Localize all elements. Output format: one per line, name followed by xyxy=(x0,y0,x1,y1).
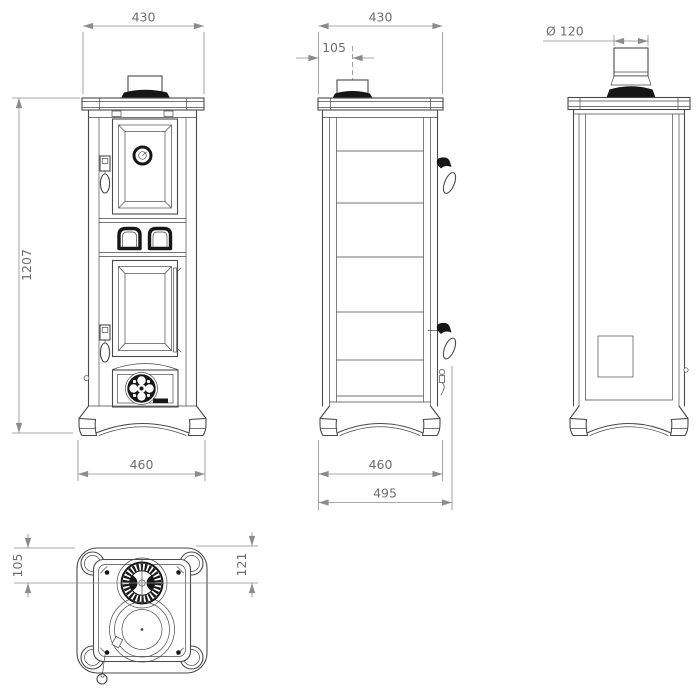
top-slab xyxy=(81,97,205,111)
top-slab xyxy=(567,96,691,111)
top-plate xyxy=(92,558,192,663)
side-bolt xyxy=(83,375,90,381)
flue-pipe xyxy=(606,47,656,98)
dim-top-flue-offset-front-label: 105 xyxy=(10,554,25,578)
upper-door-handle xyxy=(436,157,457,194)
dim-side-flue-offset-label: 105 xyxy=(322,40,346,55)
dim-top-flue-offset-front: 105 xyxy=(10,534,32,598)
dim-front-width-label: 430 xyxy=(132,10,156,25)
body-outline xyxy=(87,109,198,407)
rear-access-panel xyxy=(597,335,634,378)
hotplate-ring xyxy=(114,601,170,658)
body-outline xyxy=(321,109,439,407)
dim-front-width: 430 xyxy=(82,10,205,94)
rear-view: Ø 120 xyxy=(543,24,691,437)
dim-side-depth: 430 xyxy=(318,10,443,94)
dim-flue-diameter-label: Ø 120 xyxy=(546,24,584,39)
lower-door xyxy=(111,259,182,358)
vent-arch-right xyxy=(147,226,173,251)
hanging-handle xyxy=(96,654,108,685)
rear-knob xyxy=(683,367,689,373)
dim-flue-diameter: Ø 120 xyxy=(543,24,649,46)
ash-panel xyxy=(111,363,179,408)
vent-arch-left xyxy=(117,226,142,251)
dim-front-base: 460 xyxy=(77,440,206,481)
dim-front-base-label: 460 xyxy=(130,457,154,472)
upper-door-latch xyxy=(99,155,111,194)
base-and-legs xyxy=(78,405,207,437)
top-view: 105 121 xyxy=(10,532,258,685)
dim-side-base-label: 460 xyxy=(369,457,393,472)
dim-front-height: 1207 xyxy=(12,97,80,434)
body-outline xyxy=(572,108,686,407)
side-latch xyxy=(439,369,445,396)
base-and-legs xyxy=(569,405,689,437)
flue-knob xyxy=(332,79,373,99)
lower-door-latch xyxy=(99,324,111,363)
dim-side-base: 460 xyxy=(318,440,443,510)
top-slab xyxy=(317,97,444,111)
air-rosette xyxy=(125,372,158,405)
vent-band xyxy=(98,218,187,257)
dim-top-flue-offset-rear-label: 121 xyxy=(234,553,249,577)
base-and-legs xyxy=(319,405,441,437)
dim-top-extension-lines xyxy=(14,545,258,584)
badge-plate xyxy=(153,398,168,403)
dim-side-overall: 495 xyxy=(318,366,453,510)
plate-tab xyxy=(111,635,124,649)
dim-front-height-label: 1207 xyxy=(19,249,34,281)
upper-door xyxy=(111,118,179,215)
lower-door-handle xyxy=(427,322,457,360)
dim-side-depth-label: 430 xyxy=(369,10,393,25)
front-view: 430 1207 460 xyxy=(12,10,207,481)
thermometer-gauge xyxy=(132,145,153,166)
dim-side-overall-label: 495 xyxy=(373,486,397,501)
screw-holes xyxy=(104,570,181,655)
flue-knob xyxy=(121,75,170,98)
side-view: 430 105 460 495 xyxy=(296,10,457,510)
dim-top-flue-offset-rear: 121 xyxy=(234,532,256,598)
dim-side-flue-offset: 105 xyxy=(296,40,374,62)
